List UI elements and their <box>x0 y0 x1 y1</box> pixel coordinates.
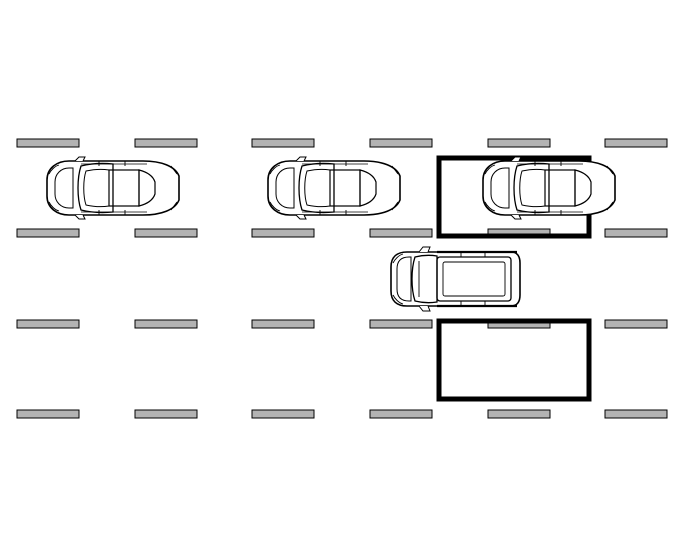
lane-dash <box>487 138 551 148</box>
lane-markings <box>16 138 668 419</box>
lane-dash <box>16 228 80 238</box>
parked-sedan <box>482 156 616 220</box>
lane-dash <box>134 319 198 329</box>
lane-dash <box>134 409 198 419</box>
lane-dash <box>369 409 433 419</box>
parked-sedan <box>267 156 401 220</box>
lane-dash <box>369 138 433 148</box>
lane-dash <box>251 319 315 329</box>
lane-dash <box>487 409 551 419</box>
parked-sedan <box>46 156 180 220</box>
lane-dash <box>251 228 315 238</box>
lane-dash <box>369 228 433 238</box>
lane-dash <box>369 319 433 329</box>
lane-dash <box>16 409 80 419</box>
lane-dash <box>251 138 315 148</box>
lane-dash <box>134 228 198 238</box>
lane-dash <box>604 228 668 238</box>
target-space-outline <box>436 318 592 402</box>
maneuvering-minivan <box>389 245 522 313</box>
lane-dash <box>604 138 668 148</box>
lane-dash <box>16 138 80 148</box>
lane-dash <box>251 409 315 419</box>
lane-dash <box>604 319 668 329</box>
lane-dash <box>134 138 198 148</box>
lane-dash <box>16 319 80 329</box>
lane-dash <box>604 409 668 419</box>
